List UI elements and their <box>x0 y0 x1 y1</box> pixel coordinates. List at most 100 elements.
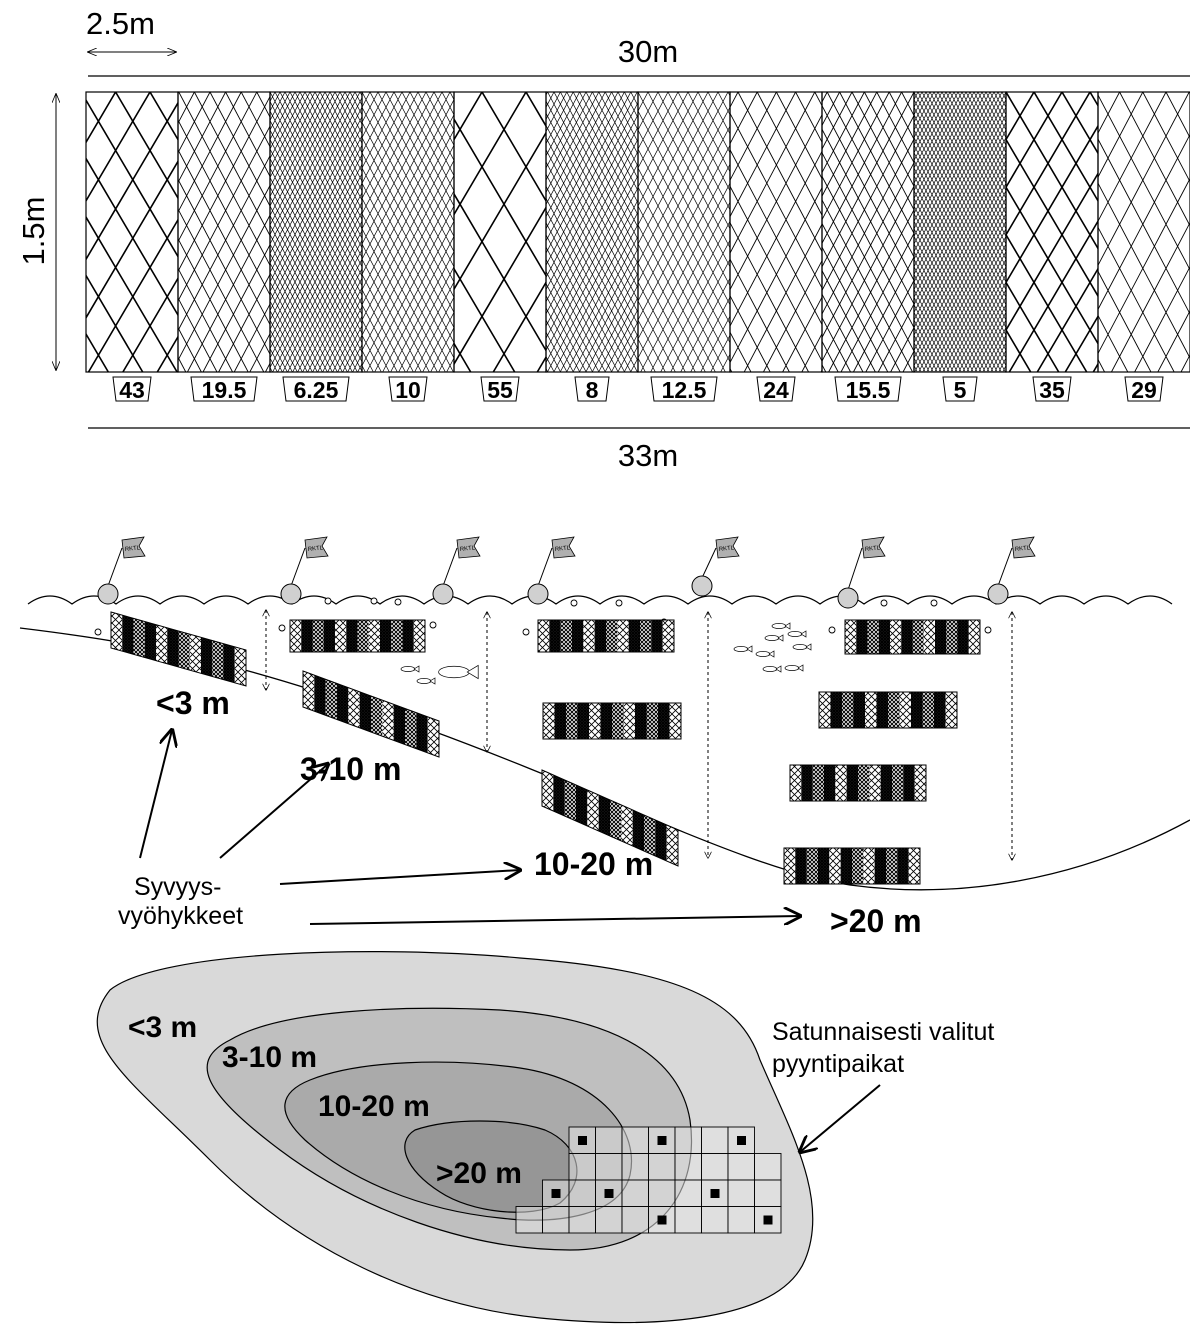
zone-label-10-20: 10-20 m <box>534 846 653 882</box>
svg-text:RKTL: RKTL <box>719 545 736 553</box>
svg-text:55: 55 <box>487 377 513 403</box>
small-float <box>828 626 836 634</box>
small-float <box>370 597 378 605</box>
mesh-size-label: 35 <box>1032 376 1072 403</box>
fish-icon <box>762 665 782 673</box>
grid-cell <box>727 1153 755 1181</box>
fish-icon <box>784 664 804 672</box>
mesh-size-label: 55 <box>480 376 520 403</box>
net-panel <box>545 91 639 373</box>
small-float <box>880 599 888 607</box>
gillnet <box>542 702 682 740</box>
svg-text:5: 5 <box>954 377 967 403</box>
grid-cell <box>701 1206 729 1234</box>
grid-cell <box>568 1206 596 1234</box>
net-height-label: 1.5m <box>16 197 51 266</box>
grid-cell <box>648 1153 676 1181</box>
buoy-with-flag: RKTL <box>837 536 886 609</box>
fish-icon <box>438 664 479 680</box>
mesh-size-label: 8 <box>574 376 610 403</box>
sampling-site-marker <box>578 1136 587 1145</box>
svg-text:RKTL: RKTL <box>460 545 477 553</box>
grid-cell <box>542 1206 570 1234</box>
grid-cell <box>515 1206 543 1234</box>
gillnet <box>289 619 426 653</box>
fish-icon <box>755 650 775 658</box>
zone-caption-line1: Syvyys- <box>134 873 222 901</box>
sampling-site-marker <box>710 1189 720 1198</box>
zone-label-shallow: <3 m <box>156 685 230 721</box>
map-zone-label-3-10: 3-10 m <box>222 1041 317 1074</box>
grid-cell <box>701 1153 729 1181</box>
net-panel <box>1097 91 1190 373</box>
svg-text:35: 35 <box>1039 377 1065 403</box>
fish-icon <box>416 677 436 685</box>
total-length-label: 33m <box>618 438 678 473</box>
grid-cell <box>674 1126 702 1154</box>
svg-text:12.5: 12.5 <box>662 377 707 403</box>
sampling-site-marker <box>763 1215 773 1225</box>
small-float <box>278 624 286 632</box>
mesh-size-label: 6.25 <box>282 376 350 403</box>
grid-cell <box>674 1206 702 1234</box>
grid-cell <box>621 1153 649 1181</box>
grid-cell <box>727 1179 755 1207</box>
gillnet <box>302 670 440 758</box>
mesh-size-label: 5 <box>942 376 978 403</box>
grid-cell <box>674 1179 702 1207</box>
svg-text:RKTL: RKTL <box>555 545 572 553</box>
small-float <box>984 626 992 634</box>
svg-text:19.5: 19.5 <box>202 377 247 403</box>
svg-text:8: 8 <box>586 377 599 403</box>
net-panel <box>729 91 823 373</box>
net-panel <box>913 91 1007 373</box>
net-length-label: 30m <box>618 34 678 69</box>
sampling-site-marker <box>737 1136 746 1145</box>
grid-cell <box>621 1179 649 1207</box>
small-float <box>324 597 332 605</box>
grid-cell <box>648 1179 676 1207</box>
buoy-with-flag: RKTL <box>691 536 740 597</box>
fish-icon <box>771 622 791 630</box>
gillnet <box>844 619 981 655</box>
small-float <box>94 628 102 636</box>
gillnet <box>783 847 921 885</box>
map-caption-line2: pyyntipaikat <box>772 1050 904 1078</box>
buoy-with-flag: RKTL <box>97 536 146 605</box>
water-surface <box>27 595 1173 605</box>
svg-text:6.25: 6.25 <box>294 377 339 403</box>
small-float <box>394 598 402 606</box>
mesh-size-label: 19.5 <box>190 376 258 403</box>
zone-label-deep: >20 m <box>830 903 922 939</box>
svg-text:24: 24 <box>763 377 789 403</box>
zone-caption-line2: vyöhykkeet <box>118 902 243 930</box>
grid-cell <box>701 1126 729 1154</box>
map-zone-label-10-20: 10-20 m <box>318 1090 430 1123</box>
sampling-grid <box>515 1126 782 1234</box>
svg-text:29: 29 <box>1131 377 1157 403</box>
small-float <box>615 599 623 607</box>
mesh-size-label: 24 <box>756 376 796 403</box>
map-caption-line1: Satunnaisesti valitut <box>772 1018 994 1046</box>
svg-text:RKTL: RKTL <box>1015 545 1032 553</box>
svg-text:43: 43 <box>119 377 145 403</box>
gillnet <box>789 764 927 802</box>
grid-cell <box>595 1206 623 1234</box>
grid-cell <box>727 1206 755 1234</box>
sampling-site-marker <box>657 1215 667 1225</box>
small-float <box>930 599 938 607</box>
svg-text:15.5: 15.5 <box>846 377 891 403</box>
fish-school <box>400 622 812 685</box>
fish-icon <box>764 634 784 642</box>
grid-cell <box>674 1153 702 1181</box>
grid-cell <box>621 1206 649 1234</box>
profile-nets <box>110 611 981 885</box>
gillnet <box>110 611 247 687</box>
grid-cell <box>621 1126 649 1154</box>
mesh-size-label: 15.5 <box>834 376 902 403</box>
fish-icon <box>792 643 812 651</box>
small-float <box>429 621 437 629</box>
